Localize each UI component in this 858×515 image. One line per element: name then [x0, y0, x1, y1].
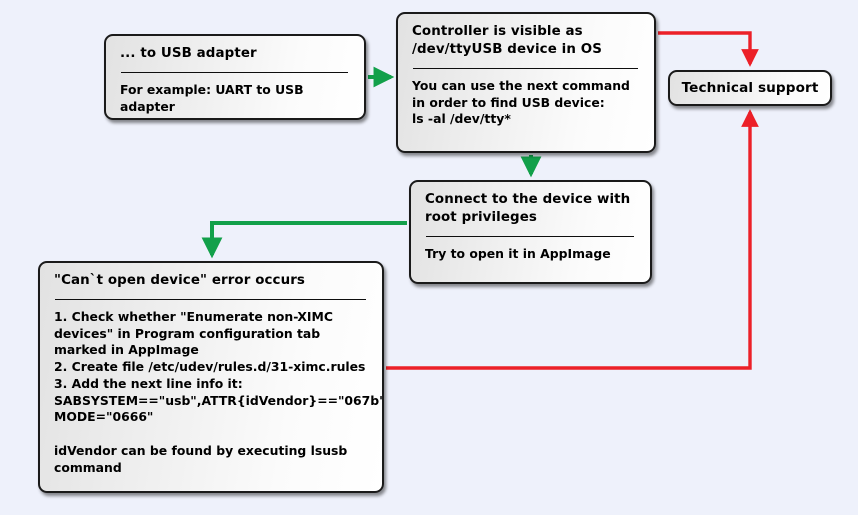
node-controller-title: Controller is visible as /dev/ttyUSB dev… [412, 24, 602, 57]
edge-controller-to-technical-support [658, 31, 759, 67]
node-error-title: "Can`t open device" error occurs [54, 273, 305, 288]
node-controller-divider [413, 67, 638, 69]
node-technical-support-title: Technical support [681, 79, 819, 96]
node-error-body: 1. Check whether "Enumerate non-XIMC dev… [54, 308, 384, 475]
node-connect-root-title: Connect to the device with root privileg… [425, 192, 631, 225]
node-usb-adapter-title: ... to USB adapter [120, 46, 257, 61]
edge-connect-root-to-error [201, 221, 407, 259]
node-controller[interactable]: Controller is visible as /dev/ttyUSB dev… [396, 12, 656, 153]
node-connect-root[interactable]: Connect to the device with root privileg… [409, 180, 652, 284]
node-technical-support[interactable]: Technical support [668, 70, 832, 106]
node-connect-root-body: Try to open it in AppImage [425, 245, 611, 261]
node-error-divider [55, 298, 366, 300]
node-usb-adapter-divider [121, 71, 348, 73]
node-connect-root-divider [426, 235, 634, 237]
node-controller-body: You can use the next command in order to… [412, 77, 630, 127]
node-usb-adapter[interactable]: ... to USB adapter For example: UART to … [104, 34, 366, 120]
node-usb-adapter-body: For example: UART to USB adapter [120, 81, 304, 114]
node-error[interactable]: "Can`t open device" error occurs 1. Chec… [38, 261, 384, 493]
